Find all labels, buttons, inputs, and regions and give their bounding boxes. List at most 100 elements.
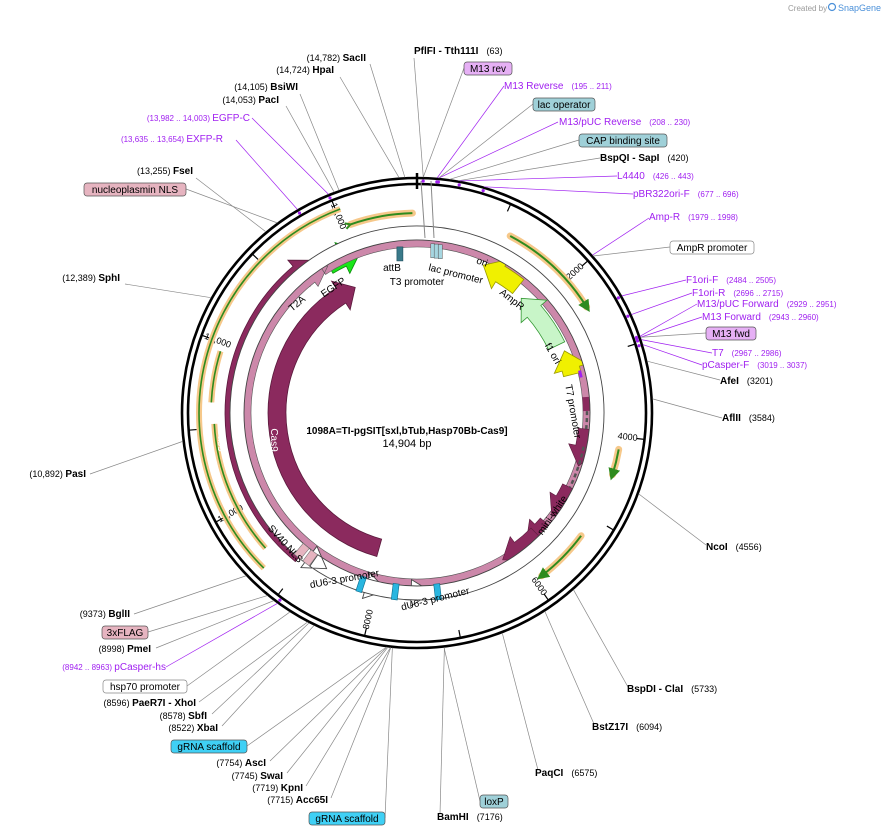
- leader-line: [147, 595, 268, 633]
- orf-arrow: [213, 423, 267, 549]
- restriction-site-label[interactable]: BspDI - ClaI(5733): [627, 684, 717, 695]
- primer-label[interactable]: M13 Forward(2943 .. 2960): [702, 312, 819, 323]
- feature-box-label[interactable]: 3xFLAG: [101, 625, 149, 640]
- primer-leader-line: [235, 139, 298, 210]
- restriction-site-label[interactable]: (12,389) SphI: [62, 273, 120, 284]
- feature-box-label[interactable]: nucleoplasmin NLS: [83, 182, 187, 197]
- restriction-site-label[interactable]: AfeI(3201): [720, 376, 773, 387]
- primer-label[interactable]: (8942 .. 8963) pCasper-hs: [62, 662, 166, 673]
- feature-box-label[interactable]: lac operator: [532, 97, 596, 112]
- svg-text:(14,053) PacI: (14,053) PacI: [222, 95, 279, 106]
- primer-leader-line: [641, 339, 713, 354]
- feature-box-label[interactable]: gRNA scaffold: [308, 811, 386, 826]
- label-leader-lines: [89, 57, 723, 819]
- restriction-site-label[interactable]: BspQI - SapI(420): [600, 153, 688, 164]
- leader-line: [155, 600, 274, 649]
- plasmid-size: 14,904 bp: [383, 438, 432, 450]
- restriction-site-label[interactable]: NcoI(4556): [706, 542, 762, 553]
- feature-box-label[interactable]: loxP: [479, 794, 509, 809]
- restriction-site-label[interactable]: (8998) PmeI: [99, 644, 152, 655]
- restriction-site-label[interactable]: (8522) XbaI: [168, 723, 218, 734]
- f1-ori-label: f1 ori: [542, 341, 563, 366]
- svg-text:M13 fwd: M13 fwd: [712, 329, 750, 340]
- svg-text:AfeI(3201): AfeI(3201): [720, 376, 773, 387]
- primer-leader-line: [251, 117, 329, 195]
- restriction-site-label[interactable]: (14,053) PacI: [222, 95, 279, 106]
- svg-text:M13 Forward(2943 .. 2960): M13 Forward(2943 .. 2960): [702, 312, 819, 323]
- primer-mark: [635, 339, 640, 343]
- restriction-site-label[interactable]: (8596) PaeR7I - XhoI: [104, 698, 197, 709]
- svg-text:(8522) XbaI: (8522) XbaI: [168, 723, 218, 734]
- primer-label[interactable]: F1ori-F(2484 .. 2505): [686, 275, 776, 286]
- primer-leader-line: [165, 603, 278, 668]
- feature-box-label[interactable]: gRNA scaffold: [170, 739, 248, 754]
- leader-line: [286, 646, 389, 774]
- svg-text:(13,982 .. 14,003) EGFP-C: (13,982 .. 14,003) EGFP-C: [147, 113, 250, 124]
- leader-line: [369, 63, 406, 178]
- restriction-site-label[interactable]: PflFI - Tth111I(63): [414, 46, 502, 57]
- restriction-site-label[interactable]: (14,724) HpaI: [276, 65, 334, 76]
- feature-box-label[interactable]: M13 fwd: [705, 326, 757, 341]
- restriction-site-label[interactable]: (14,105) BsiWI: [234, 82, 298, 93]
- feature-box-label[interactable]: M13 rev: [463, 61, 513, 76]
- primer-label[interactable]: T7(2967 .. 2986): [712, 348, 782, 359]
- restriction-site-label[interactable]: (10,892) PasI: [29, 469, 86, 480]
- nls-box: [293, 542, 310, 560]
- restriction-site-label[interactable]: (8578) SbfI: [160, 711, 208, 722]
- grna-scaffold-box: [355, 575, 367, 594]
- restriction-site-label[interactable]: (13,255) FseI: [137, 166, 193, 177]
- svg-text:(13,635 .. 13,654) EXFP-R: (13,635 .. 13,654) EXFP-R: [121, 134, 223, 145]
- restriction-site-label[interactable]: (14,782) SacII: [307, 53, 367, 64]
- feature-box-label[interactable]: hsp70 promoter: [102, 679, 188, 694]
- restriction-site-label[interactable]: (7715) Acc65I: [267, 795, 328, 806]
- primer-label[interactable]: F1ori-R(2696 .. 2715): [692, 288, 783, 299]
- svg-text:nucleoplasmin NLS: nucleoplasmin NLS: [92, 185, 178, 196]
- primer-leader-line: [438, 121, 559, 179]
- svg-text:(14,105) BsiWI: (14,105) BsiWI: [234, 82, 298, 93]
- orf-arrow: [608, 449, 621, 481]
- primer-label[interactable]: M13 Reverse(195 .. 211): [504, 81, 612, 92]
- primer-label[interactable]: (13,635 .. 13,654) EXFP-R: [121, 134, 223, 145]
- primer-label[interactable]: Amp-R(1979 .. 1998): [649, 212, 738, 223]
- primer-label[interactable]: (13,982 .. 14,003) EGFP-C: [147, 113, 250, 124]
- restriction-site-label[interactable]: (7745) SwaI: [232, 771, 284, 782]
- site-labels[interactable]: PflFI - Tth111I(63) (14,782) SacII(14,724…: [29, 46, 837, 826]
- leader-line: [422, 67, 465, 178]
- leader-line: [299, 93, 340, 191]
- leader-line: [221, 625, 315, 727]
- restriction-site-label[interactable]: BamHI(7176): [437, 812, 503, 823]
- restriction-site-label[interactable]: PaqCI(6575): [535, 768, 597, 779]
- restriction-site-label[interactable]: (7719) KpnI: [252, 783, 303, 794]
- svg-text:(10,892) PasI: (10,892) PasI: [29, 469, 86, 480]
- du6-promoter-arrow: [229, 225, 605, 601]
- primer-label[interactable]: M13/pUC Reverse(208 .. 230): [559, 117, 691, 128]
- cas9-arrow-inner: [267, 280, 383, 557]
- primer-label[interactable]: M13/pUC Forward(2929 .. 2951): [697, 299, 837, 310]
- restriction-site-label[interactable]: BstZ17I(6094): [592, 722, 662, 733]
- svg-text:(7745) SwaI: (7745) SwaI: [232, 771, 284, 782]
- primer-label[interactable]: L4440(426 .. 443): [617, 171, 694, 182]
- leader-line: [439, 647, 445, 815]
- watermark-text: Created by: [788, 4, 827, 13]
- attb-label: attB: [383, 263, 401, 274]
- primer-label[interactable]: pBR322ori-F(677 .. 696): [633, 189, 739, 200]
- svg-text:M13 rev: M13 rev: [470, 64, 506, 75]
- feature-box-label[interactable]: AmpR promoter: [669, 240, 755, 255]
- feature-box-label[interactable]: CAP binding site: [578, 133, 668, 148]
- backbone-outer-ring: [180, 176, 654, 650]
- primer-label[interactable]: pCasper-F(3019 .. 3037): [702, 360, 807, 371]
- restriction-site-label[interactable]: (7754) AscI: [216, 758, 266, 769]
- leader-line: [384, 647, 393, 819]
- scale-tick: [606, 525, 615, 531]
- orf-arrow: [210, 351, 222, 403]
- orf-arrow: [537, 535, 582, 580]
- restriction-site-label[interactable]: AflII(3584): [722, 413, 775, 424]
- orf-glow: [208, 350, 224, 403]
- restriction-site-label[interactable]: (9373) BglII: [80, 609, 130, 620]
- ampr-arrow: [520, 297, 566, 351]
- primer-leader-line: [642, 344, 703, 366]
- leader-line: [246, 646, 387, 747]
- leader-line: [211, 622, 310, 715]
